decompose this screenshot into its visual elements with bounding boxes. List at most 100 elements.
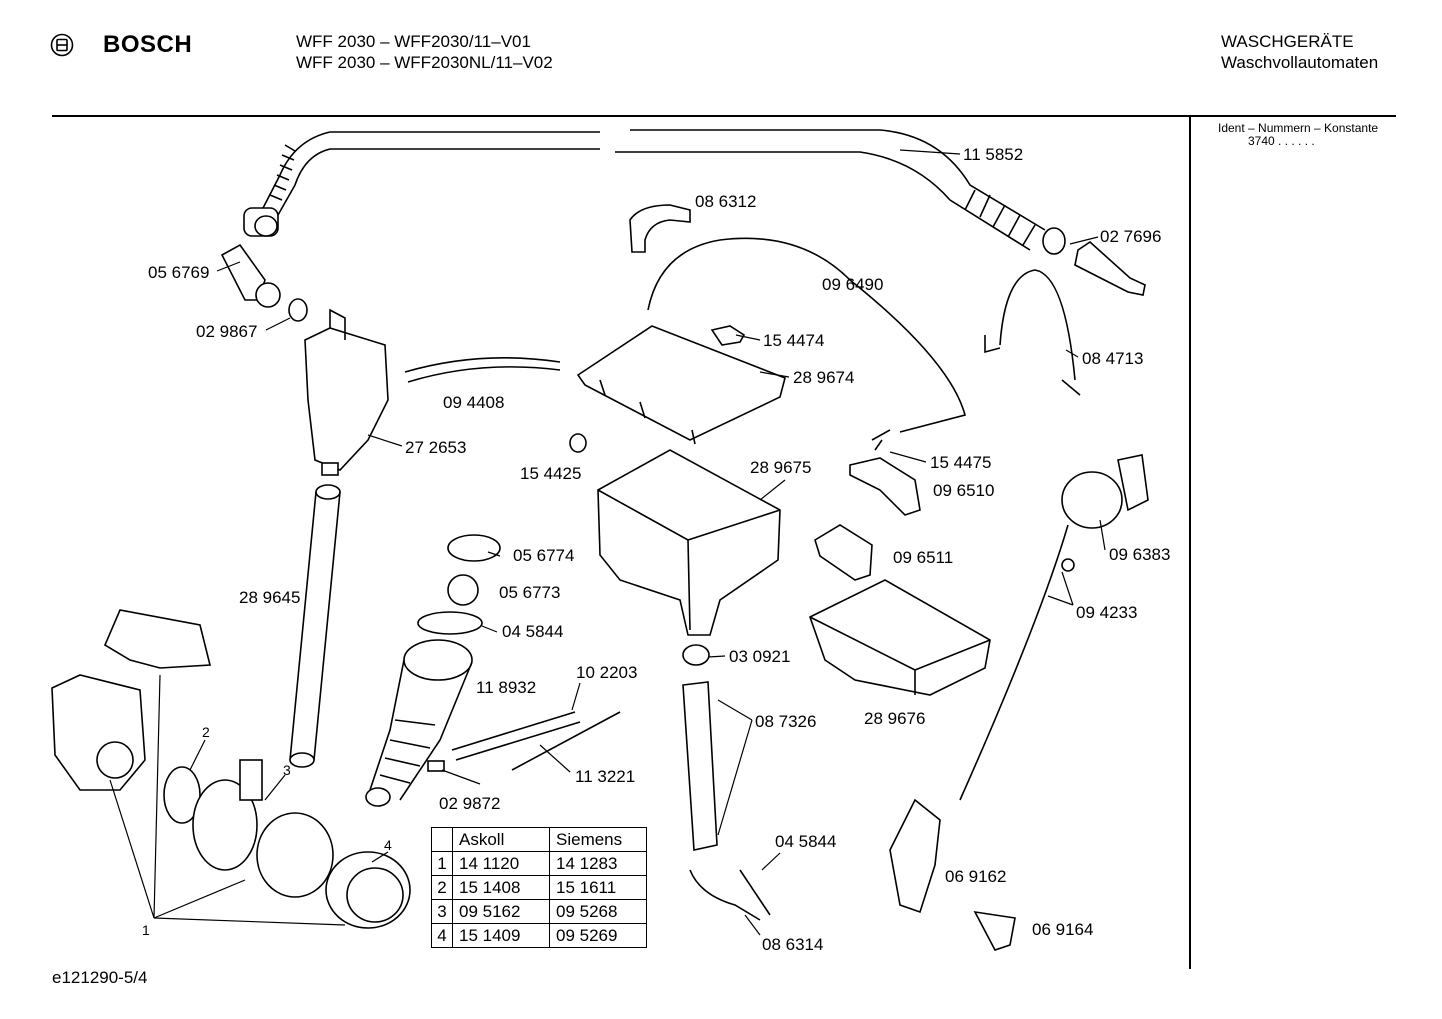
cap-part bbox=[682, 644, 710, 666]
appliance-category: WASCHGERÄTE bbox=[1221, 32, 1354, 51]
pump-housing-part bbox=[192, 759, 334, 898]
part-label: 27 2653 bbox=[405, 438, 467, 457]
table-cell: 14 1120 bbox=[452, 851, 550, 876]
gasket-part bbox=[447, 534, 501, 562]
reservoir-part bbox=[304, 308, 389, 476]
table-header-row: Askoll Siemens bbox=[431, 827, 647, 852]
part-label: 11 8932 bbox=[476, 678, 537, 697]
part-label: 09 4408 bbox=[443, 393, 505, 412]
part-label: 05 6769 bbox=[148, 263, 210, 282]
table-cell: 2 bbox=[431, 875, 453, 900]
hose-part bbox=[689, 869, 771, 921]
bracket-part bbox=[984, 269, 1081, 396]
thin-hose-part bbox=[404, 356, 561, 383]
hose-coupling-part bbox=[220, 207, 281, 308]
part-label: 28 9676 bbox=[864, 709, 926, 728]
header-rule bbox=[52, 115, 1396, 117]
holder-part bbox=[889, 798, 941, 914]
part-label: 08 6312 bbox=[695, 192, 757, 211]
part-label: 08 6314 bbox=[762, 935, 824, 954]
bellow-hose-part bbox=[629, 204, 691, 253]
bellows-hose-part bbox=[365, 639, 473, 807]
part-label: 06 9164 bbox=[1032, 920, 1094, 939]
part-label: 15 4475 bbox=[930, 453, 992, 472]
table-cell: 4 bbox=[431, 923, 453, 948]
clip-part bbox=[710, 325, 746, 346]
connector-part bbox=[973, 910, 1016, 951]
part-label: 03 0921 bbox=[729, 647, 791, 666]
table-cell: 15 1611 bbox=[549, 875, 647, 900]
table-cell: 15 1408 bbox=[452, 875, 550, 900]
pump-cover-part bbox=[103, 609, 212, 669]
valve-part bbox=[849, 429, 921, 516]
callout-number: 3 bbox=[283, 762, 291, 778]
callout-number: 1 bbox=[142, 922, 150, 938]
callout-number: 4 bbox=[384, 837, 392, 853]
variant-table: Askoll Siemens 1 14 1120 14 1283 2 15 14… bbox=[431, 827, 647, 948]
table-row: 1 14 1120 14 1283 bbox=[431, 851, 647, 876]
part-label: 09 6511 bbox=[893, 548, 954, 567]
part-label: 11 5852 bbox=[963, 145, 1024, 164]
part-label: 09 6490 bbox=[822, 275, 884, 294]
table-cell: 09 5268 bbox=[549, 899, 647, 924]
table-row: 2 15 1408 15 1611 bbox=[431, 875, 647, 900]
part-label: 09 6383 bbox=[1109, 545, 1171, 564]
part-label: 05 6773 bbox=[499, 583, 561, 602]
part-label: 11 3221 bbox=[575, 767, 636, 786]
table-row: 4 15 1409 09 5269 bbox=[431, 923, 647, 948]
seal-ring-part bbox=[288, 298, 308, 322]
part-label: 08 4713 bbox=[1082, 349, 1144, 368]
ident-title: Ident – Nummern – Konstante bbox=[1218, 121, 1379, 135]
detergent-drawer-part bbox=[809, 579, 991, 696]
table-cell: 3 bbox=[431, 899, 453, 924]
pump-part bbox=[51, 674, 146, 791]
part-label: 06 9162 bbox=[945, 867, 1007, 886]
table-header-cell bbox=[431, 827, 453, 852]
clamp-part bbox=[417, 611, 483, 635]
pressure-switch-part bbox=[1061, 454, 1149, 529]
long-hose-part bbox=[647, 237, 966, 433]
table-cell: 1 bbox=[431, 851, 453, 876]
part-label: 09 4233 bbox=[1076, 603, 1138, 622]
vertical-hose-part bbox=[289, 484, 341, 768]
part-label: 04 5844 bbox=[502, 622, 564, 641]
model-line-1: WFF 2030 – WFF2030/11–V01 bbox=[296, 32, 531, 51]
sealing-ring-part bbox=[163, 766, 201, 824]
dispenser-lid-part bbox=[576, 325, 786, 445]
ident-divider bbox=[1189, 117, 1191, 969]
drawing-id: e121290-5/4 bbox=[52, 968, 148, 987]
pressure-hose-part bbox=[959, 524, 1069, 801]
small-valve-part bbox=[569, 433, 587, 453]
pipe-part bbox=[682, 681, 718, 851]
dispenser-housing-part bbox=[597, 449, 781, 636]
tube-part bbox=[451, 711, 581, 761]
lint-filter-part bbox=[325, 851, 411, 929]
leader-lines bbox=[109, 149, 1106, 936]
sleeve-part bbox=[427, 760, 445, 772]
ball-part bbox=[447, 574, 479, 606]
seal-ring-part bbox=[1061, 558, 1075, 572]
table-cell: 09 5162 bbox=[452, 899, 550, 924]
part-label: 02 7696 bbox=[1100, 227, 1162, 246]
appliance-subcategory: Waschvollautomaten bbox=[1221, 53, 1379, 72]
bosch-logo-icon bbox=[50, 33, 74, 62]
part-label: 15 4425 bbox=[520, 464, 582, 483]
part-label: 28 9645 bbox=[239, 588, 301, 607]
part-label: 28 9675 bbox=[750, 458, 812, 477]
table-row: 3 09 5162 09 5268 bbox=[431, 899, 647, 924]
part-label: 10 2203 bbox=[576, 663, 638, 682]
table-cell: 15 1409 bbox=[452, 923, 550, 948]
part-label: 08 7326 bbox=[755, 712, 817, 731]
part-label: 09 6510 bbox=[933, 481, 995, 500]
part-label: 02 9872 bbox=[439, 794, 501, 813]
part-label: 02 9867 bbox=[196, 322, 258, 341]
part-label: 05 6774 bbox=[513, 546, 575, 565]
part-label: 04 5844 bbox=[775, 832, 837, 851]
table-header-cell: Siemens bbox=[549, 827, 647, 852]
callout-number: 2 bbox=[202, 724, 210, 740]
table-cell: 14 1283 bbox=[549, 851, 647, 876]
connector-part bbox=[814, 524, 873, 581]
part-label: 28 9674 bbox=[793, 368, 855, 387]
table-cell: 09 5269 bbox=[549, 923, 647, 948]
